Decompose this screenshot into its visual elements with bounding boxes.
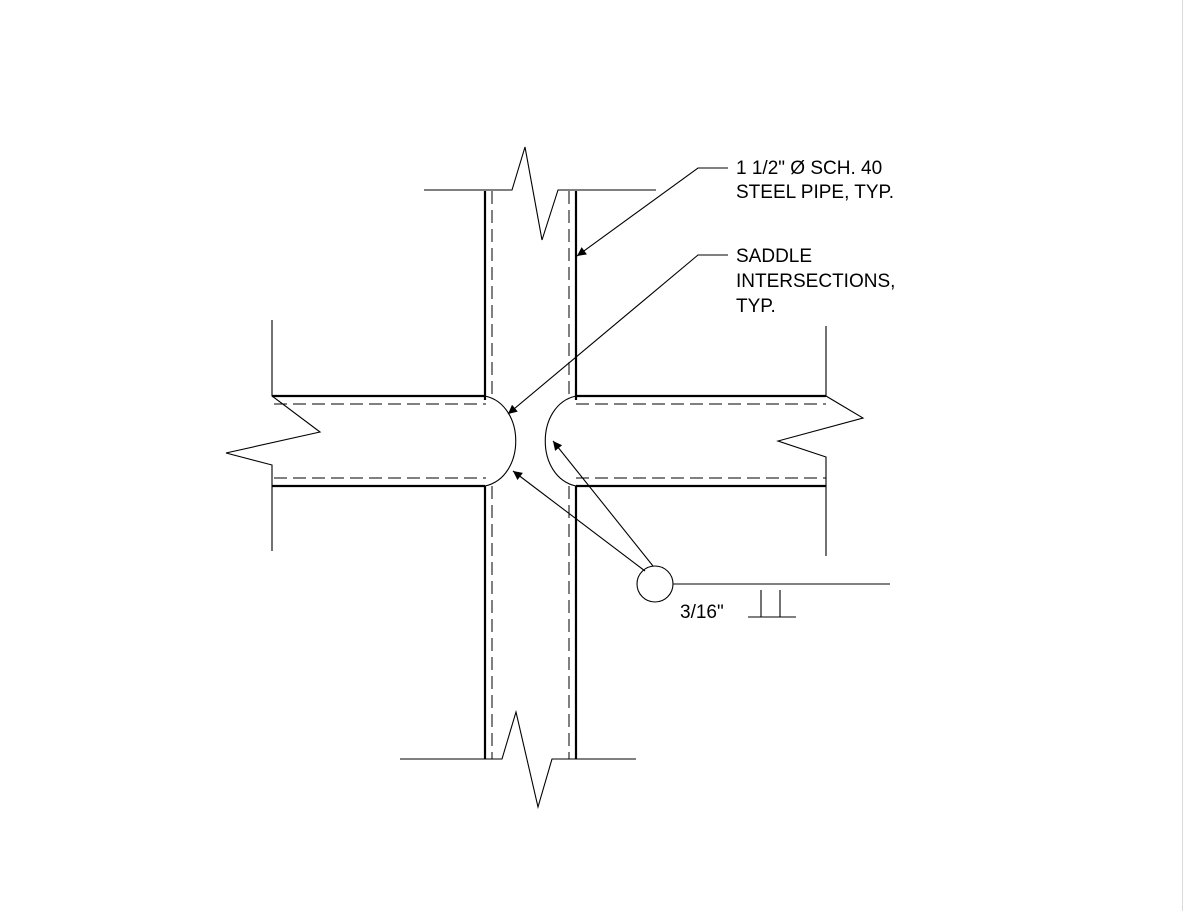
vertical-pipe-bottom [400,486,636,810]
horizontal-pipe-right [544,326,865,556]
saddle-right [544,395,577,487]
weld-all-around-circle [636,565,674,603]
vertical-pipe-top [424,146,656,400]
pipe-callout-line-2: STEEL PIPE, TYP. [736,182,894,203]
saddle-left [484,395,517,487]
pipe-callout-line-1: 1 1/2" Ø SCH. 40 [736,158,882,179]
saddle-callout-line-3: TYP. [736,296,776,317]
pipe-callout-leader [576,167,728,257]
saddle-callout-line-1: SADDLE [736,246,812,267]
saddle-callout-leader [507,254,728,415]
horizontal-pipe-left [225,320,517,551]
sheet-border [1182,0,1183,911]
saddle-callout-line-2: INTERSECTIONS, [736,271,895,292]
weld-size-label: 3/16" [680,602,724,623]
weld-symbol [512,440,890,618]
